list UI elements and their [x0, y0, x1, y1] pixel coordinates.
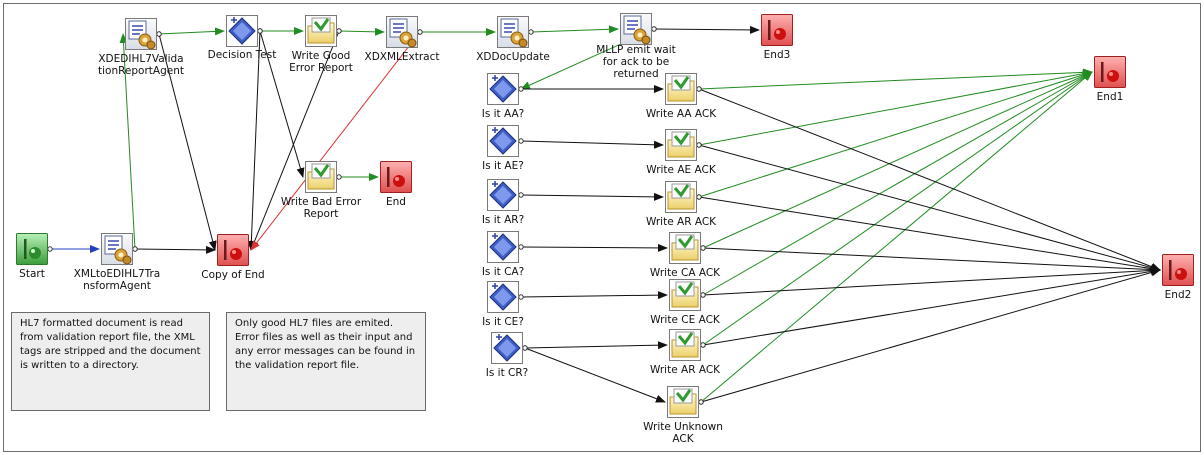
node-end1-icon[interactable]: [1093, 55, 1127, 89]
node-xdxml-label: XDXMLExtract: [364, 51, 440, 63]
node-waa-label: Write AA ACK: [645, 108, 717, 120]
node-valagent-label: XDEDIHL7Valida tionReportAgent: [98, 53, 184, 77]
node-end-icon[interactable]: [379, 160, 413, 194]
node-isce-icon[interactable]: [486, 280, 520, 314]
node-wce-icon[interactable]: [668, 278, 702, 312]
node-end2-label: End2: [1164, 289, 1192, 301]
note-1-text: HL7 formatted document is read from vali…: [20, 318, 201, 371]
node-war-icon[interactable]: [664, 180, 698, 214]
note-2-text: Only good HL7 files are emited. Error fi…: [235, 318, 416, 371]
connector-wunk-to-end2[interactable]: [700, 268, 1161, 403]
node-start-label: Start: [19, 268, 45, 280]
node-wce-label: Write CE ACK: [650, 314, 720, 326]
node-valagent-icon[interactable]: [124, 17, 158, 51]
note-2[interactable]: Only good HL7 files are emited. Error fi…: [226, 312, 426, 411]
node-isaa-label: Is it AA?: [481, 108, 525, 120]
node-isaa-icon[interactable]: [486, 72, 520, 106]
node-wgood-label: Write Good Error Report: [289, 50, 353, 74]
node-wunk-icon[interactable]: [666, 385, 700, 419]
node-end1-label: End1: [1096, 91, 1124, 103]
node-war2-icon[interactable]: [668, 328, 702, 362]
connector-wce-to-end2[interactable]: [702, 266, 1161, 296]
node-war2-label: Write AR ACK: [649, 364, 721, 376]
connector-wae-to-end2[interactable]: [698, 144, 1161, 272]
node-end3-icon[interactable]: [760, 13, 794, 47]
node-xddoc-icon[interactable]: [496, 15, 530, 49]
node-wgood-icon[interactable]: [304, 14, 338, 48]
connector-xddoc-to-mllp[interactable]: [530, 25, 619, 34]
connector-wgood-to-copyend[interactable]: [250, 30, 340, 251]
node-end3-label: End3: [763, 49, 791, 61]
connector-waa-to-end2[interactable]: [698, 88, 1161, 271]
node-xddoc-label: XDDocUpdate: [476, 51, 550, 63]
connector-war-to-end2[interactable]: [698, 196, 1161, 273]
node-isae-icon[interactable]: [486, 124, 520, 158]
connector-isar-to-war[interactable]: [520, 192, 664, 201]
connector-wce-to-end1[interactable]: [702, 71, 1093, 296]
node-wbad-label: Write Bad Error Report: [280, 196, 362, 220]
connector-isae-to-wae[interactable]: [520, 140, 664, 149]
connector-wca-to-end2[interactable]: [702, 247, 1161, 274]
canvas-frame: [3, 3, 1201, 452]
connector-isca-to-wca[interactable]: [520, 243, 668, 252]
connector-war2-to-end2[interactable]: [702, 267, 1161, 346]
node-waa-icon[interactable]: [664, 72, 698, 106]
connector-war-to-end1[interactable]: [698, 70, 1093, 198]
node-wca-icon[interactable]: [668, 231, 702, 265]
node-xml2edi-label: XMLtoEDIHL7Tra nsformAgent: [73, 268, 161, 292]
node-wae-label: Write AE ACK: [646, 164, 716, 176]
node-isae-label: Is it AE?: [482, 160, 524, 172]
connector-xdxml-to-copyend[interactable]: [250, 31, 421, 251]
connector-iscr-to-war2[interactable]: [524, 341, 668, 350]
node-iscr-icon[interactable]: [490, 331, 524, 365]
node-isar-label: Is it AR?: [481, 214, 525, 226]
node-dectest-label: Decision Test: [207, 49, 277, 61]
node-wae-icon[interactable]: [664, 128, 698, 162]
node-dectest-icon[interactable]: [225, 14, 259, 48]
node-isce-label: Is it CE?: [482, 316, 524, 328]
connector-dectest-to-wbad[interactable]: [259, 30, 305, 178]
node-copyend-icon[interactable]: [216, 233, 250, 267]
connector-mllp-to-end3[interactable]: [653, 25, 760, 34]
connector-wae-to-end1[interactable]: [698, 69, 1093, 146]
node-wbad-icon[interactable]: [304, 160, 338, 194]
node-isar-icon[interactable]: [486, 178, 520, 212]
connector-wunk-to-end1[interactable]: [700, 71, 1093, 403]
connector-isce-to-wce[interactable]: [520, 291, 668, 300]
node-war-label: Write AR ACK: [645, 216, 717, 228]
node-wca-label: Write CA ACK: [649, 267, 721, 279]
node-mllp-icon[interactable]: [619, 12, 653, 46]
connector-xml2edi-to-copyend[interactable]: [134, 245, 216, 254]
node-mllp-label: MLLP emit wait for ack to be returned: [596, 44, 676, 80]
node-isca-icon[interactable]: [486, 230, 520, 264]
node-xml2edi-icon[interactable]: [100, 232, 134, 266]
connector-valagent-to-copyend[interactable]: [158, 33, 217, 251]
connector-waa-to-end1[interactable]: [698, 68, 1093, 90]
node-copyend-label: Copy of End: [201, 269, 265, 281]
node-end-label: End: [386, 196, 406, 208]
connector-dectest-to-copyend[interactable]: [247, 30, 261, 251]
node-start-icon[interactable]: [15, 232, 49, 266]
connector-valagent-to-dectest[interactable]: [158, 27, 225, 36]
node-isca-label: Is it CA?: [481, 266, 525, 278]
connector-wca-to-end1[interactable]: [702, 71, 1093, 249]
node-end2-icon[interactable]: [1161, 253, 1195, 287]
connector-wgood-to-xdxml[interactable]: [338, 27, 385, 36]
connector-war2-to-end1[interactable]: [702, 71, 1093, 346]
node-iscr-label: Is it CR?: [485, 367, 529, 379]
note-1[interactable]: HL7 formatted document is read from vali…: [11, 312, 210, 411]
connector-iscr-to-wunk[interactable]: [524, 347, 666, 403]
node-wunk-label: Write Unknown ACK: [643, 421, 723, 445]
connector-xml2edi-to-valagent[interactable]: [119, 33, 136, 250]
node-xdxml-icon[interactable]: [385, 15, 419, 49]
